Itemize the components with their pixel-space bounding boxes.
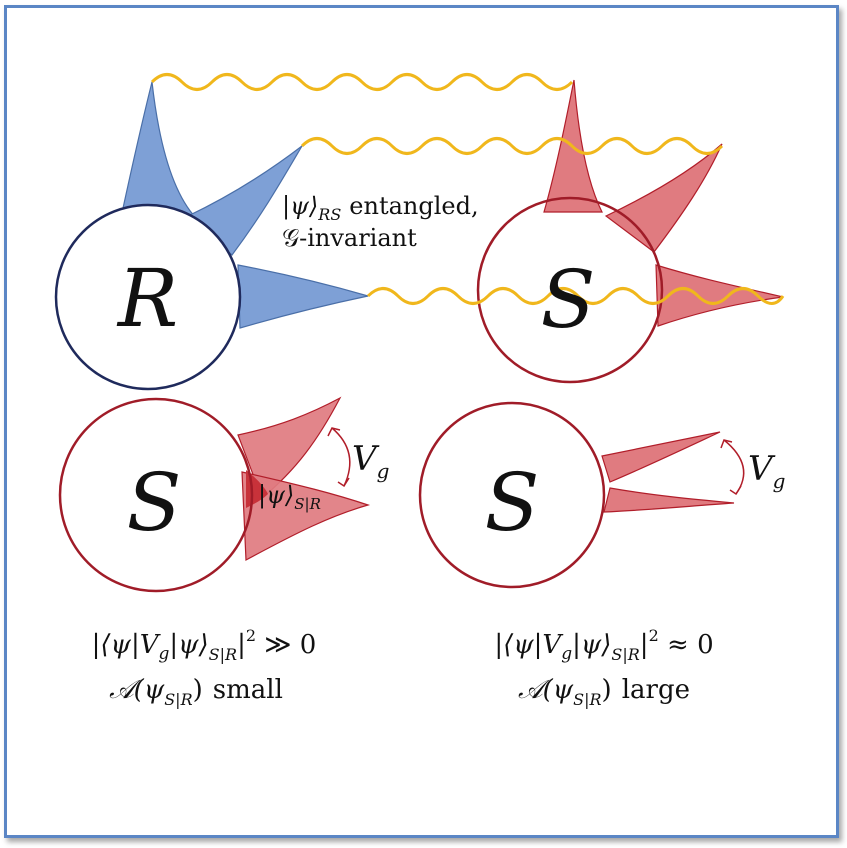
vg-right-arrowhead-bottom [729, 485, 742, 496]
vg-left-arrowhead-top [327, 427, 341, 437]
r-spike-right [237, 264, 369, 329]
wave-bottom [366, 287, 785, 305]
vg-left-arrowhead-bottom [337, 477, 350, 488]
s-right-circle [418, 401, 606, 589]
label-vg-left: Vg [352, 439, 389, 483]
s-right-spike-lower [603, 487, 735, 513]
s-left-circle [58, 397, 254, 593]
left-complexity: 𝒜(ψS|R)small [109, 675, 283, 709]
s-left-spike-lower [241, 471, 371, 561]
s-spike-right [655, 264, 784, 327]
right-complexity: 𝒜(ψS|R)large [518, 675, 690, 709]
right-formula: |⟨ψ|Vg|ψ⟩S|R|2 ≈ 0 [494, 626, 713, 664]
label-s-top: S [541, 253, 596, 346]
s-right-spikes [601, 431, 735, 513]
wave-middle [300, 137, 724, 155]
r-spike-top [119, 81, 198, 223]
s-right-spike-upper [601, 431, 721, 483]
r-spikes [119, 81, 369, 329]
label-psi-sr: |ψ⟩S|R [258, 481, 321, 513]
label-r: R [116, 252, 178, 345]
r-circle [54, 203, 242, 391]
vg-right-arrowhead-top [720, 439, 733, 449]
s-top-circle [476, 196, 664, 384]
wave-top [150, 73, 574, 91]
label-vg-right: Vg [748, 449, 785, 493]
r-spike-upper-right [186, 145, 303, 256]
label-entangled-line2: 𝒢-invariant [282, 224, 417, 252]
label-s-right: S [485, 456, 540, 549]
s-spike-upper-right [604, 143, 723, 253]
s-left-spike-upper [237, 396, 342, 499]
label-s-left: S [127, 456, 182, 549]
left-formula: |⟨ψ|Vg|ψ⟩S|R|2 ≫ 0 [92, 626, 317, 664]
vg-left-arrow [331, 427, 351, 487]
